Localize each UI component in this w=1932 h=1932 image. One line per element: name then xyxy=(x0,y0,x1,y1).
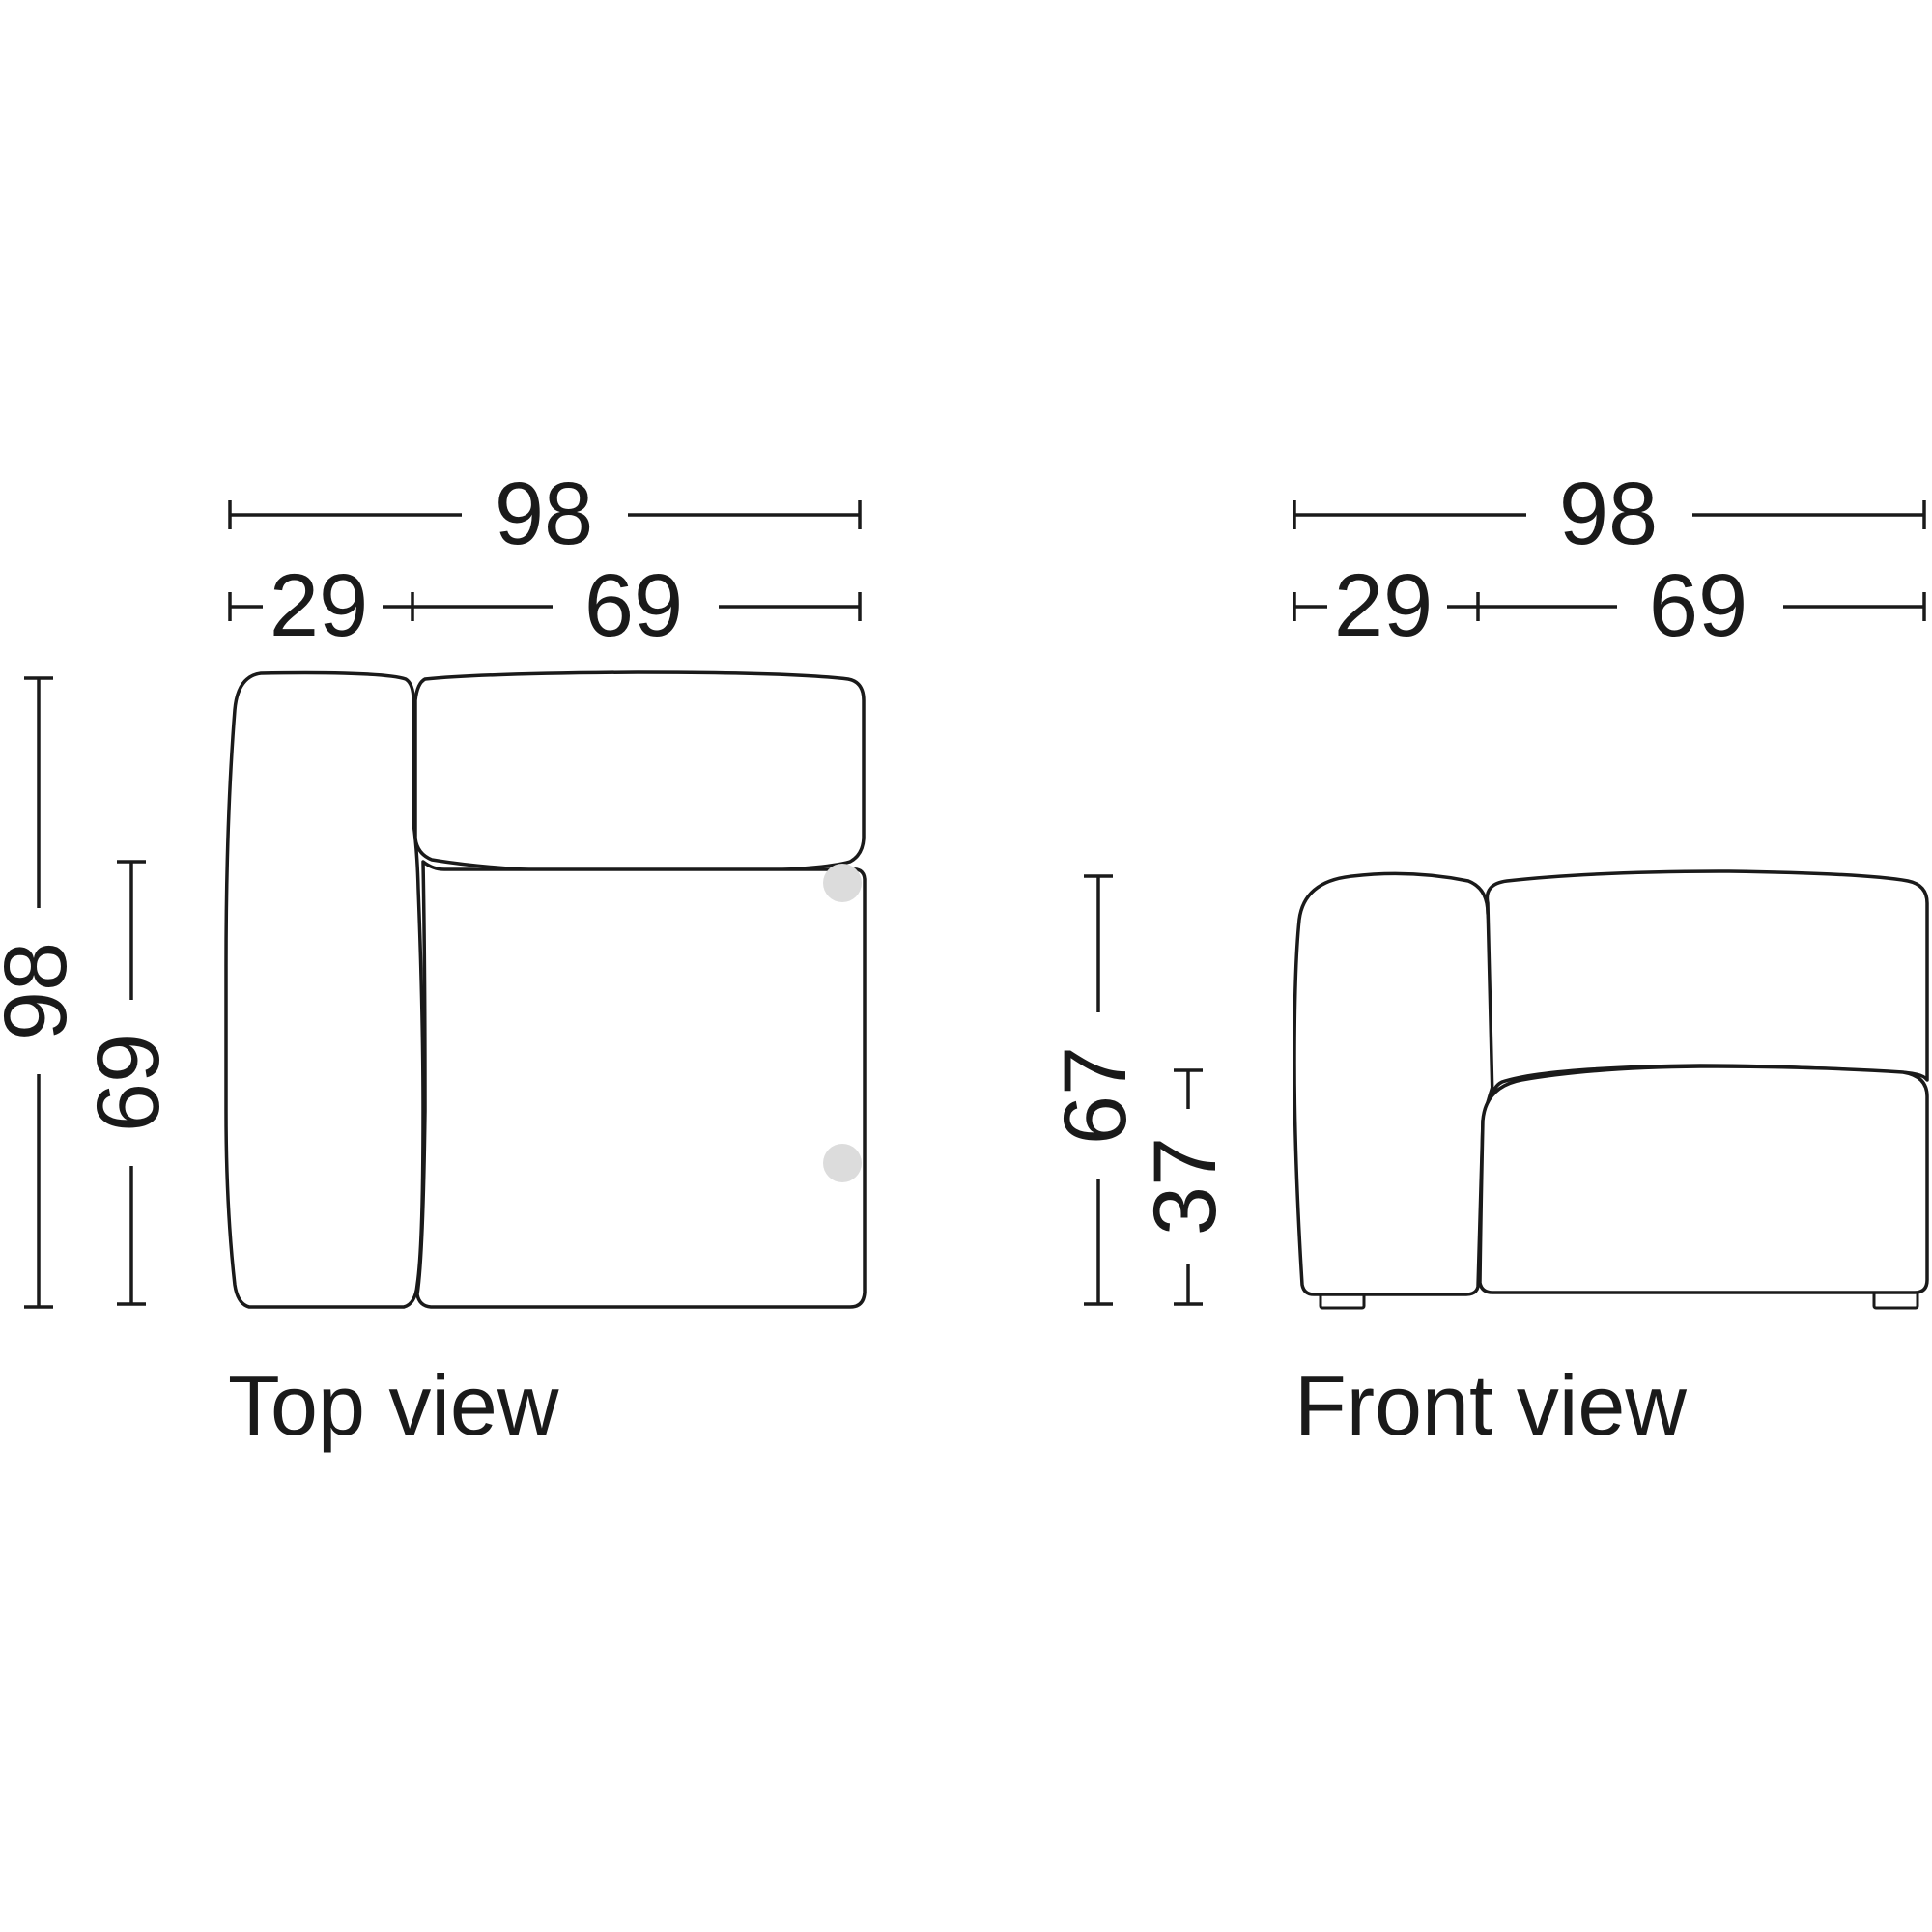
front-view: 98 29 69 67 37 xyxy=(1046,465,1929,1453)
top-view-depth-seat-dimension: 69 xyxy=(79,860,178,1306)
top-view-armrest xyxy=(224,670,425,1309)
front-view-height-total-label: 67 xyxy=(1046,1046,1145,1145)
front-view-height-seat-label: 37 xyxy=(1136,1137,1235,1236)
top-view-depth-total-label: 98 xyxy=(0,942,85,1040)
top-view-depth-seat-label: 69 xyxy=(79,1034,178,1132)
front-view-width-arm-label: 29 xyxy=(1334,556,1433,655)
front-view-caption: Front view xyxy=(1294,1357,1687,1453)
front-view-width-total-label: 98 xyxy=(1559,465,1658,563)
top-view-width-segment-dimension: 29 69 xyxy=(228,556,862,655)
front-view-back-cushion xyxy=(1485,869,1929,1101)
top-view-width-total-label: 98 xyxy=(495,465,593,563)
front-view-width-segment-dimension: 29 69 xyxy=(1293,556,1926,655)
top-view-width-arm-label: 29 xyxy=(270,556,368,655)
front-view-height-total-dimension: 67 xyxy=(1046,874,1145,1306)
top-view: 98 29 69 98 69 xyxy=(0,465,867,1453)
top-view-back-cushion xyxy=(413,670,866,873)
top-view-connector-dot-lower xyxy=(823,1144,862,1182)
front-view-armrest xyxy=(1293,871,1494,1296)
front-view-width-seat-label: 69 xyxy=(1649,556,1747,655)
front-view-width-total-dimension: 98 xyxy=(1293,465,1926,563)
top-view-width-seat-label: 69 xyxy=(584,556,683,655)
top-view-depth-total-dimension: 98 xyxy=(0,676,85,1309)
front-view-seat-cushion xyxy=(1478,1065,1929,1294)
top-view-caption: Top view xyxy=(228,1357,559,1453)
top-view-width-total-dimension: 98 xyxy=(228,465,862,563)
top-view-connector-dot-upper xyxy=(823,864,862,902)
front-view-height-seat-dimension: 37 xyxy=(1136,1068,1235,1306)
top-view-seat xyxy=(415,860,867,1309)
